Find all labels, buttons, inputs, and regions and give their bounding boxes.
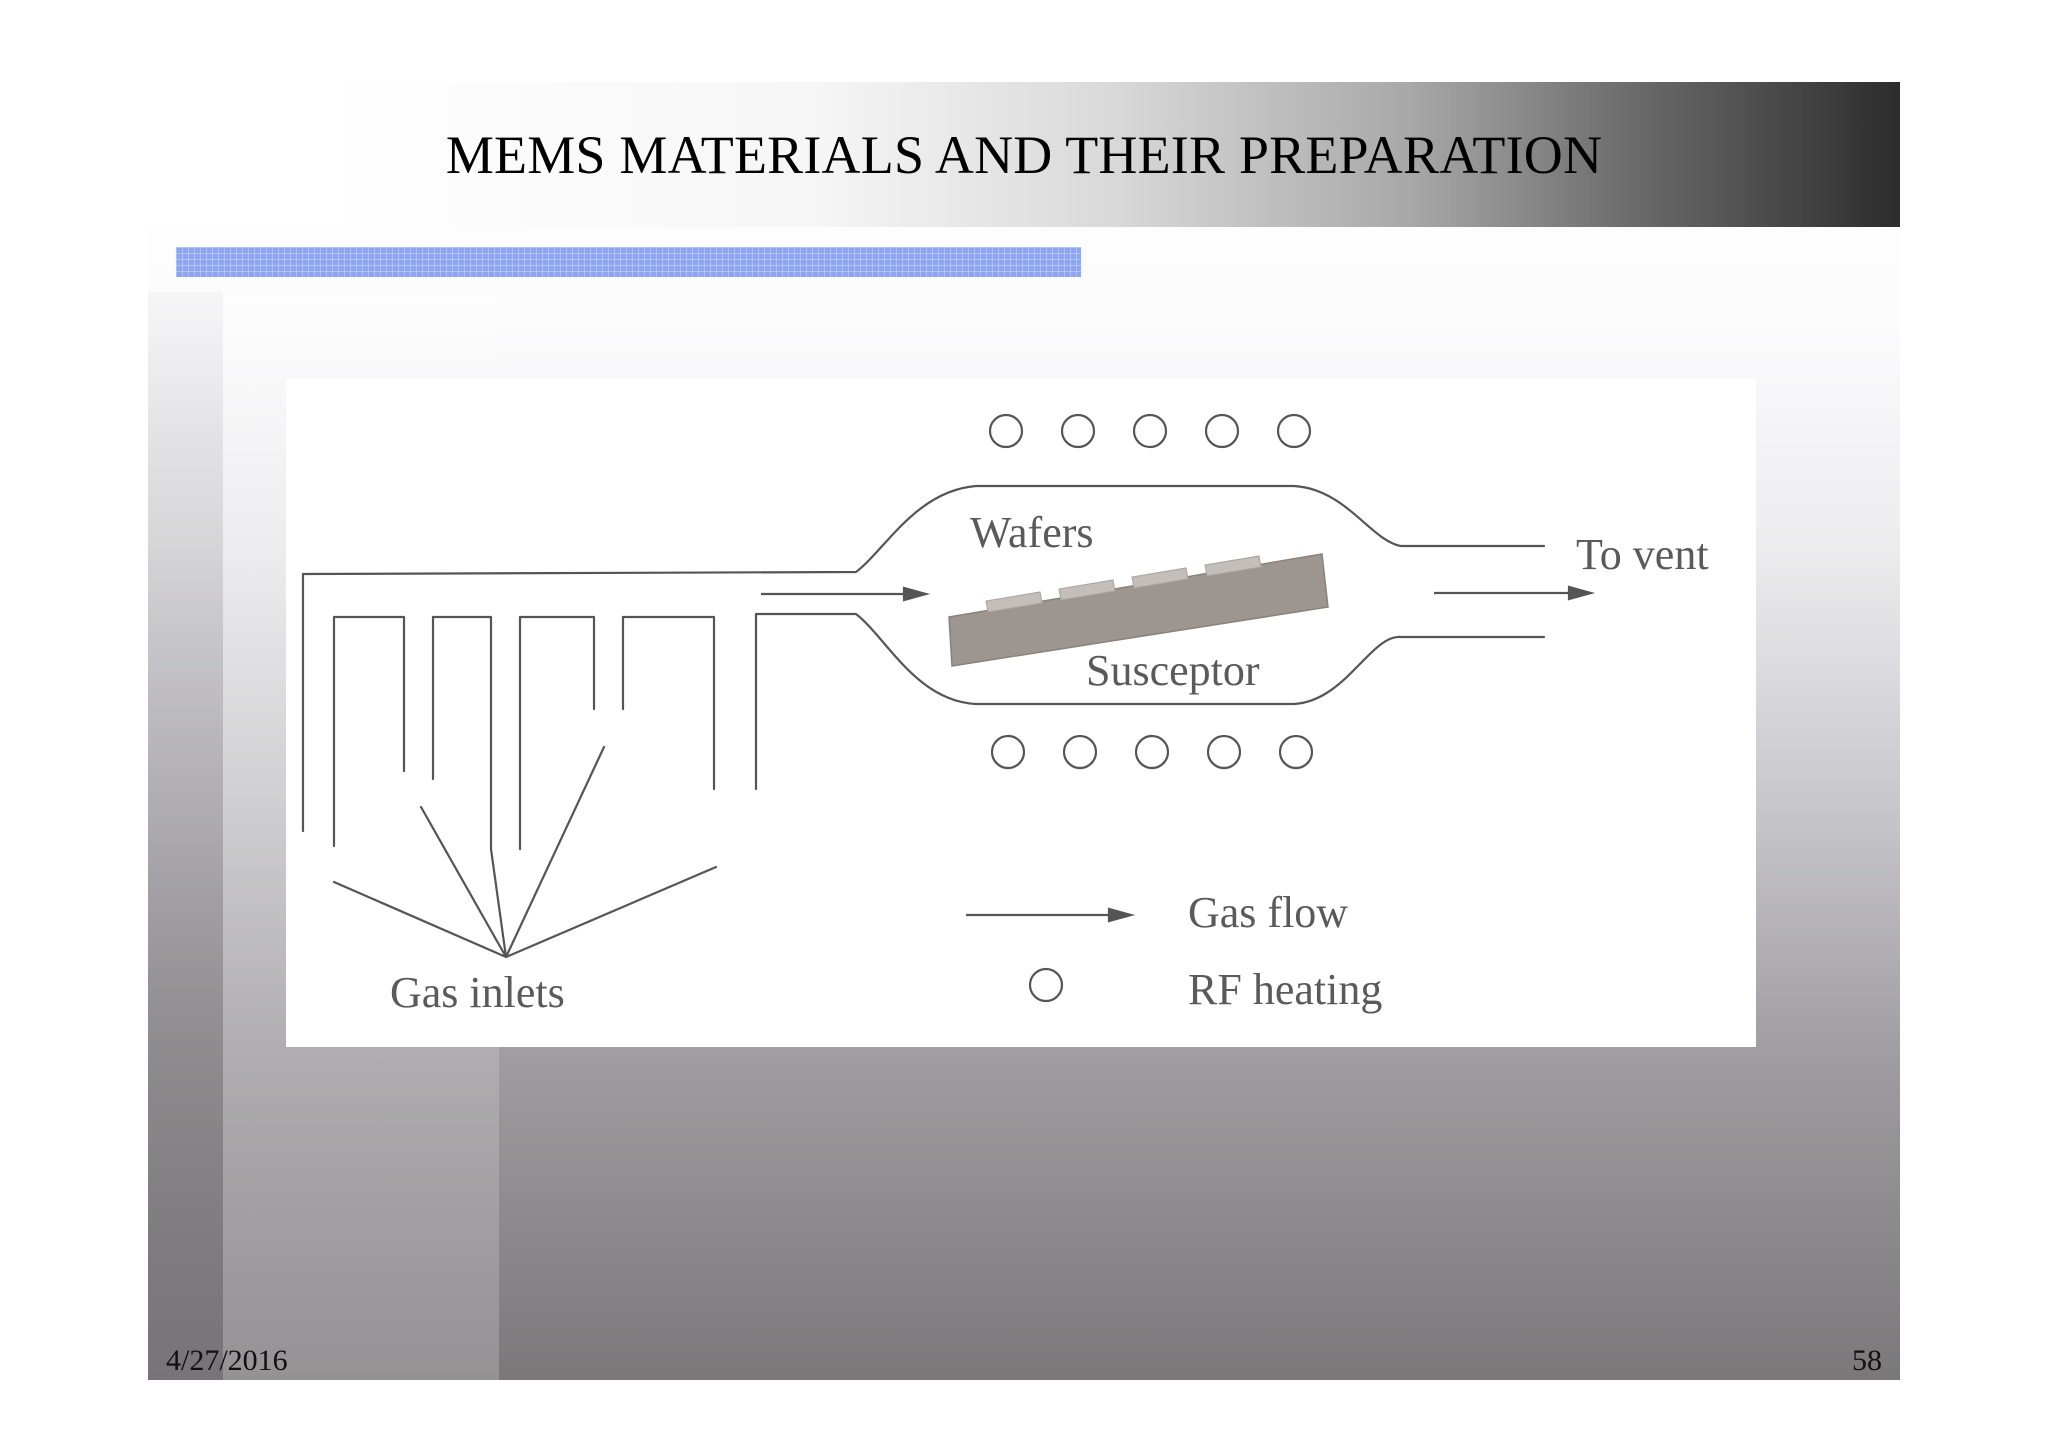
rf-coil — [1206, 734, 1242, 770]
label-susceptor: Susceptor — [1086, 646, 1260, 695]
wafers — [985, 555, 1262, 613]
inlet-loop-2 — [431, 615, 493, 851]
rf-coil — [1276, 413, 1312, 449]
footer-date: 4/27/2016 — [166, 1344, 288, 1377]
wafer — [1131, 567, 1189, 589]
inlet-pointer-lines — [332, 745, 718, 959]
diagram-svg: Wafers To vent Susceptor Gas inlets Gas … — [301, 413, 1709, 1017]
legend-gas-flow: Gas flow — [1188, 888, 1348, 937]
label-to-vent: To vent — [1576, 530, 1709, 579]
feed-pipe-upper — [301, 484, 1546, 833]
left-decor-strip — [148, 292, 223, 1380]
wafer — [1058, 579, 1116, 601]
inlet-loop-1 — [332, 615, 406, 848]
wafer — [1204, 555, 1262, 577]
rf-coil — [1060, 413, 1096, 449]
rf-coil — [1278, 734, 1314, 770]
rf-coil — [990, 734, 1026, 770]
slide: MEMS MATERIALS AND THEIR PREPARATION — [148, 82, 1900, 1380]
legend-rf-coil-icon — [1028, 967, 1064, 1003]
rf-coil — [988, 413, 1024, 449]
susceptor — [948, 553, 1329, 667]
rf-coil — [1132, 413, 1168, 449]
rf-coils-bottom — [990, 734, 1314, 770]
page-number: 58 — [1852, 1344, 1882, 1377]
cvd-reactor-diagram: Wafers To vent Susceptor Gas inlets Gas … — [286, 379, 1756, 1047]
rf-coil — [1134, 734, 1170, 770]
inlet-loop-4 — [621, 615, 716, 791]
title-band — [148, 82, 1900, 227]
legend-rf-heating: RF heating — [1188, 965, 1382, 1014]
rf-coil — [1062, 734, 1098, 770]
feed-pipe-lower — [754, 612, 1546, 791]
wafer — [985, 591, 1043, 613]
slide-title: MEMS MATERIALS AND THEIR PREPARATION — [445, 124, 1603, 185]
label-gas-inlets: Gas inlets — [390, 968, 565, 1017]
rf-coils-top — [988, 413, 1312, 449]
rf-coil — [1204, 413, 1240, 449]
accent-bar — [176, 247, 1081, 277]
inlet-loop-3 — [518, 615, 596, 851]
label-wafers: Wafers — [970, 508, 1094, 557]
